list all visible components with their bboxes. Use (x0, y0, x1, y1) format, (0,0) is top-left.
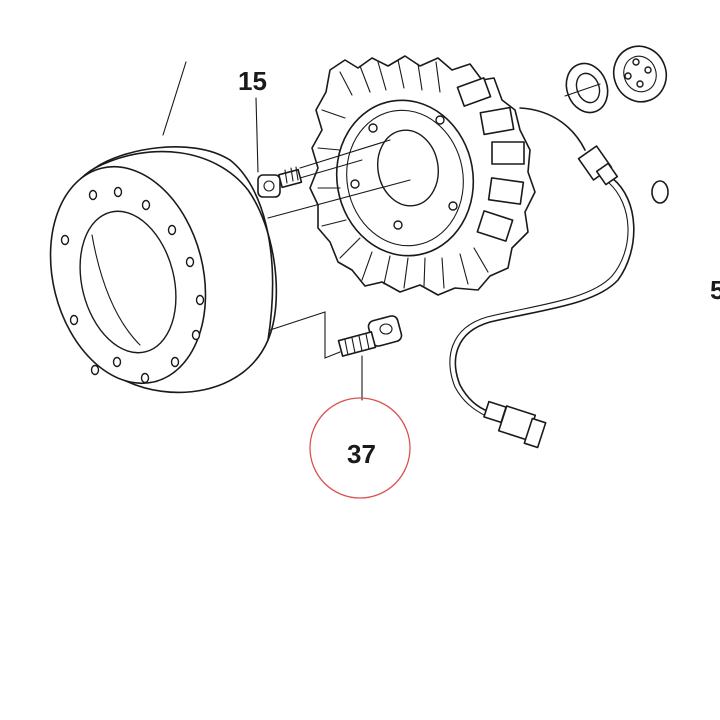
callout-label-37[interactable]: 37 (347, 439, 376, 469)
stator-coil-assembly[interactable] (267, 55, 536, 296)
washer-partial[interactable] (651, 180, 669, 204)
harness-end-plug-connector[interactable] (483, 400, 547, 449)
screw-part-15[interactable] (255, 97, 363, 198)
stator-wiring-harness[interactable] (449, 107, 635, 449)
rotor-bolt-holes (60, 186, 205, 384)
stator-windings (317, 59, 489, 289)
bearing-partial[interactable] (606, 39, 674, 109)
harness-inline-connector[interactable] (577, 145, 619, 186)
flywheel-rotor[interactable] (29, 61, 278, 400)
screw-part-37[interactable] (269, 311, 403, 401)
callout-label-5-partial[interactable]: 5 (710, 275, 720, 305)
callout-label-15[interactable]: 15 (238, 66, 267, 96)
circlip-ring[interactable] (560, 58, 615, 119)
highlight-circle-37 (309, 397, 411, 499)
